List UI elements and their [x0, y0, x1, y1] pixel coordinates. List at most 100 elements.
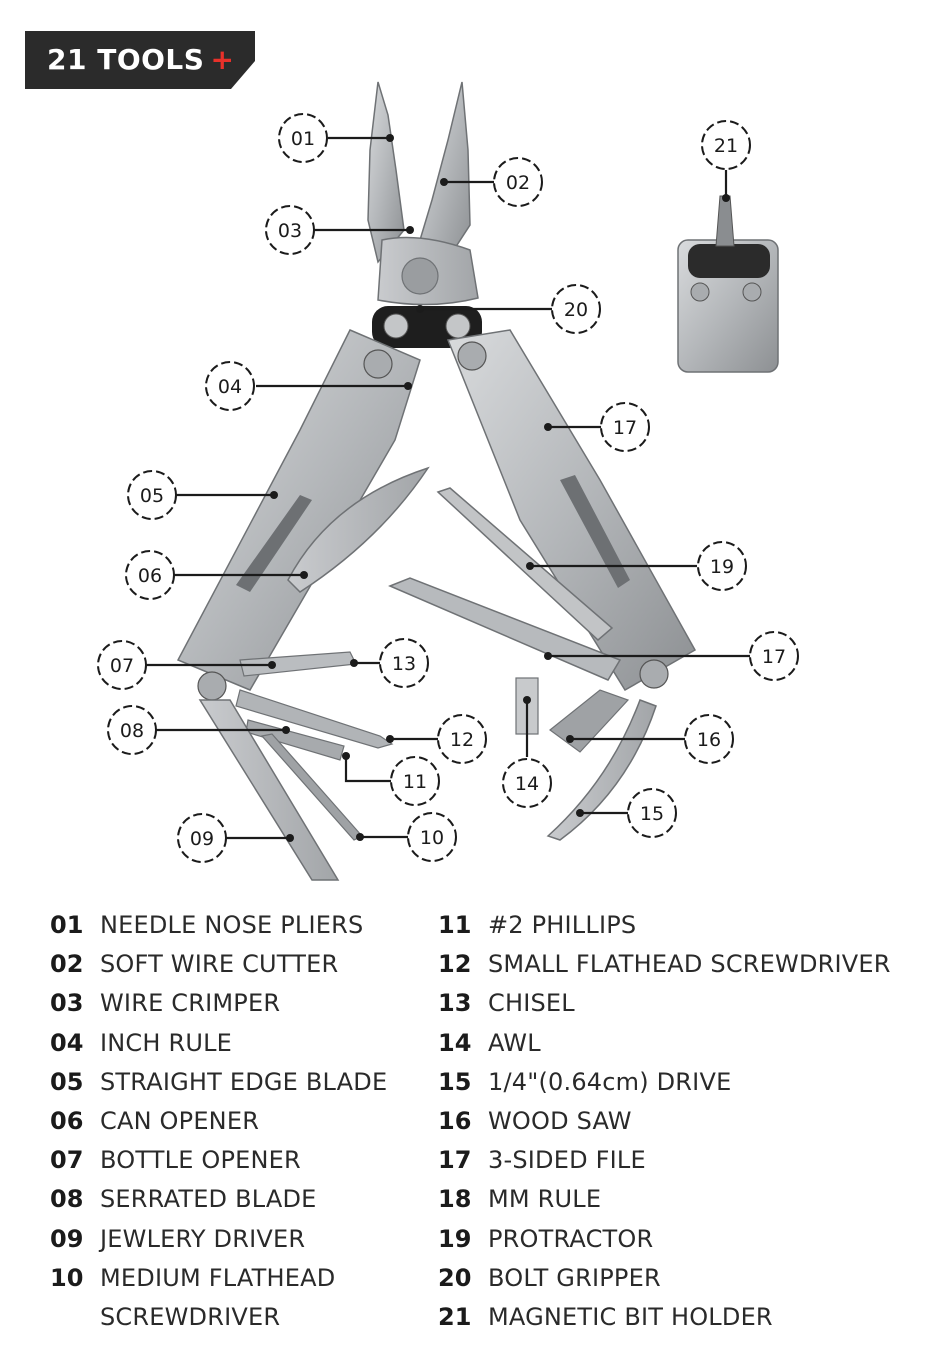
legend-label: PROTRACTOR — [488, 1220, 653, 1259]
legend-item: 04 INCH RULE — [50, 1024, 387, 1063]
callout-21: 21 — [701, 120, 751, 170]
page-title-text: 21 TOOLS — [47, 43, 205, 76]
callout-09: 09 — [177, 813, 227, 863]
legend-label: SMALL FLATHEAD SCREWDRIVER — [488, 945, 891, 984]
leader-lines — [146, 136, 750, 840]
legend-number: 10 — [50, 1263, 84, 1292]
legend-label: MAGNETIC BIT HOLDER — [488, 1298, 773, 1337]
legend-label-line: MM RULE — [488, 1185, 602, 1214]
legend-label-line: 3-SIDED FILE — [488, 1146, 646, 1175]
callout-circle — [502, 758, 552, 808]
legend-label: SOFT WIRE CUTTER — [100, 945, 338, 984]
legend-number: 11 — [438, 911, 472, 939]
callout-01: 01 — [278, 113, 328, 163]
legend-item: 17 3-SIDED FILE — [438, 1141, 891, 1180]
legend-label: AWL — [488, 1024, 541, 1063]
legend-item: 09 JEWLERY DRIVER — [50, 1220, 387, 1259]
legend-label-line: CHISEL — [488, 989, 575, 1018]
callout-04: 04 — [205, 361, 255, 411]
legend-label-line: #2 PHILLIPS — [488, 911, 637, 939]
legend-label-line: SOFT WIRE CUTTER — [100, 950, 339, 979]
callout-number: 17 — [613, 417, 637, 439]
legend-label: #2 PHILLIPS — [488, 906, 636, 945]
callout-10: 10 — [407, 812, 457, 862]
legend-label: INCH RULE — [100, 1024, 232, 1063]
callout-number: 02 — [506, 172, 530, 194]
callout-circle — [600, 402, 650, 452]
callout-number: 05 — [140, 485, 164, 507]
legend-number: 14 — [438, 1028, 472, 1057]
right-handle — [446, 329, 697, 692]
callout-number: 10 — [420, 827, 444, 849]
callout-number: 15 — [640, 803, 664, 825]
legend-label-line: SCREWDRIVER — [100, 1303, 281, 1332]
callout-number: 14 — [515, 773, 539, 795]
legend-label: CHISEL — [488, 984, 575, 1023]
callout-circle — [437, 714, 487, 764]
legend-number: 03 — [50, 989, 84, 1018]
legend-label: 3-SIDED FILE — [488, 1141, 646, 1180]
callout-circle — [701, 120, 751, 170]
legend-number: 13 — [438, 989, 472, 1018]
bit-holder-inset — [677, 195, 779, 373]
callout-number: 08 — [120, 720, 144, 742]
callout-11: 11 — [390, 756, 440, 806]
callout-number: 09 — [190, 828, 214, 850]
callout-12: 12 — [437, 714, 487, 764]
straight-edge-blade — [287, 466, 430, 593]
legend-item: 12 SMALL FLATHEAD SCREWDRIVER — [438, 945, 891, 984]
legend-number: 07 — [50, 1146, 84, 1175]
legend-label: JEWLERY DRIVER — [100, 1220, 305, 1259]
file-tool — [436, 487, 614, 642]
page-title: 21 TOOLS+ — [47, 40, 234, 80]
legend-number: 08 — [50, 1185, 84, 1214]
callout-number: 20 — [564, 299, 588, 321]
legend-number: 12 — [438, 950, 472, 979]
legend-label-line: WIRE CRIMPER — [100, 989, 281, 1018]
left-small-tools — [198, 651, 394, 881]
legend-label: BOLT GRIPPER — [488, 1259, 661, 1298]
callout-16: 16 — [684, 714, 734, 764]
callout-circle — [627, 788, 677, 838]
callout-number: 06 — [138, 565, 162, 587]
callout-07: 07 — [97, 640, 147, 690]
callout-number: 11 — [403, 771, 427, 793]
callout-14: 14 — [502, 758, 552, 808]
callout-circle — [107, 705, 157, 755]
callout-circle — [697, 541, 747, 591]
legend-label-line: PROTRACTOR — [488, 1224, 654, 1253]
callout-circle — [379, 638, 429, 688]
legend-item: 13 CHISEL — [438, 984, 891, 1023]
legend-label: CAN OPENER — [100, 1102, 259, 1141]
callout-05: 05 — [127, 470, 177, 520]
callout-circle — [749, 631, 799, 681]
legend-number: 18 — [438, 1185, 472, 1214]
legend-label-line: BOLT GRIPPER — [488, 1263, 661, 1292]
legend-number: 04 — [50, 1028, 84, 1057]
callout-number: 21 — [714, 135, 738, 157]
callout-02: 02 — [493, 157, 543, 207]
legend-label-line: MAGNETIC BIT HOLDER — [488, 1303, 773, 1332]
callout-20: 20 — [551, 284, 601, 334]
legend-label-line: BOTTLE OPENER — [100, 1146, 301, 1175]
legend-right-column: 11 #2 PHILLIPS 12 SMALL FLATHEAD SCREWDRIVE… — [438, 906, 891, 1337]
legend-label-line: 1/4"(0.64cm) DRIVE — [488, 1067, 732, 1096]
callout-number: 04 — [218, 376, 242, 398]
legend-number: 09 — [50, 1224, 84, 1253]
callout-15: 15 — [627, 788, 677, 838]
callout-number: 01 — [291, 128, 315, 150]
legend-label-line: MEDIUM FLATHEAD — [100, 1263, 336, 1292]
callout-circle — [407, 812, 457, 862]
legend-label-line: JEWLERY DRIVER — [100, 1224, 306, 1253]
legend-number: 17 — [438, 1146, 472, 1175]
legend-item: 07 BOTTLE OPENER — [50, 1141, 387, 1180]
callout-circle — [97, 640, 147, 690]
callout-08: 08 — [107, 705, 157, 755]
callout-13: 13 — [379, 638, 429, 688]
